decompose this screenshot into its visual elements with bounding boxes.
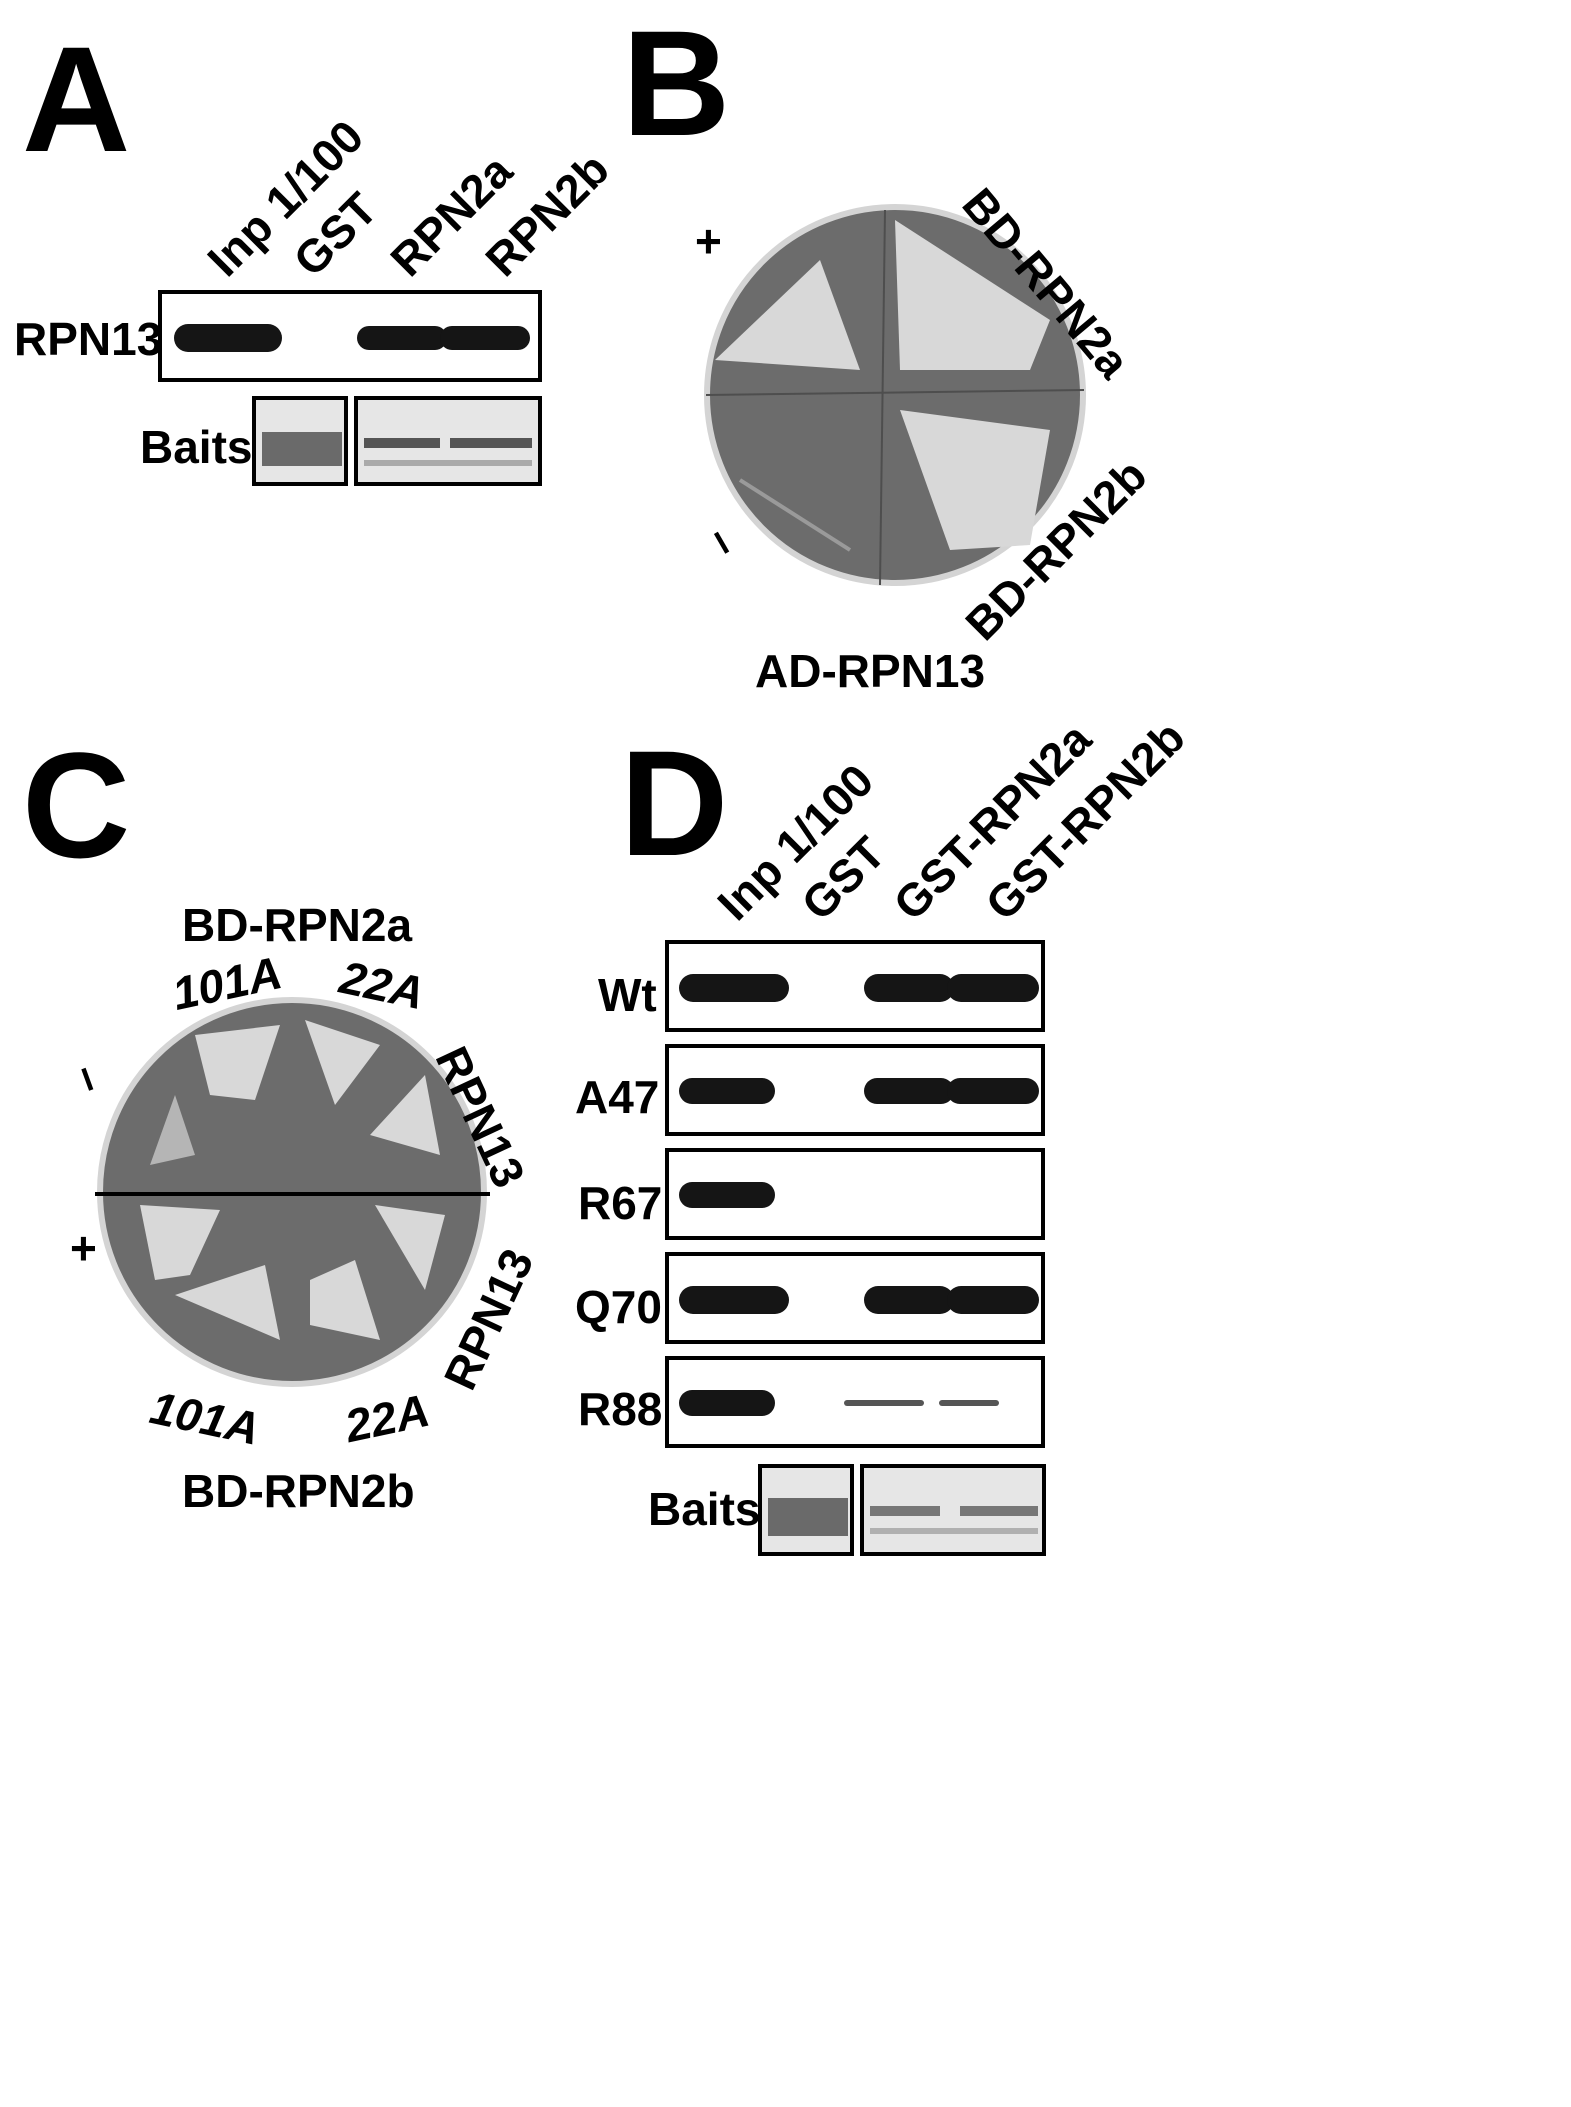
colony-streak xyxy=(375,1205,445,1290)
panel-d-row-label-r67: R67 xyxy=(578,1177,663,1229)
blot-band xyxy=(679,974,789,1002)
blot-band xyxy=(679,1078,775,1104)
blot-band xyxy=(864,1078,954,1104)
panel-b-plate xyxy=(704,204,1086,586)
blot-band xyxy=(679,1286,789,1314)
colony-streak-rpn2a xyxy=(895,220,1050,370)
blot-band xyxy=(174,324,282,352)
plate-divider xyxy=(705,389,1085,396)
panel-a-rpn13-blot xyxy=(158,290,542,382)
panel-d-blot-wt xyxy=(665,940,1045,1032)
blot-band xyxy=(357,326,447,350)
bait-band xyxy=(960,1506,1038,1516)
colony-streak xyxy=(140,1205,220,1280)
bait-band xyxy=(364,460,532,466)
panel-b-label-ad-rpn13: AD-RPN13 xyxy=(755,645,986,697)
panel-c-plate xyxy=(95,997,490,1387)
colony-streak xyxy=(310,1260,380,1340)
bait-band xyxy=(870,1528,1038,1534)
blot-band xyxy=(864,974,954,1002)
panel-a-bait-rpn2 xyxy=(354,396,542,486)
colony-streak xyxy=(305,1020,380,1105)
panel-d-bait-gst xyxy=(758,1464,854,1556)
colony-streak xyxy=(195,1025,280,1100)
panel-a-baits-label: Baits xyxy=(140,421,253,473)
colony-streak-negative xyxy=(738,478,852,552)
panel-b-letter: B xyxy=(622,0,731,167)
colony-streak-rpn2b xyxy=(900,410,1050,550)
panel-d-baits-label: Baits xyxy=(648,1483,761,1535)
colony-streak xyxy=(370,1075,440,1155)
panel-d-blot-q70 xyxy=(665,1252,1045,1344)
plate-divider xyxy=(879,209,886,586)
panel-d-blot-a47 xyxy=(665,1044,1045,1136)
panel-d-bait-rpn2 xyxy=(860,1464,1046,1556)
colony-streak xyxy=(175,1265,280,1340)
blot-band xyxy=(440,326,530,350)
blot-band xyxy=(679,1390,775,1416)
colony-streak xyxy=(150,1095,195,1165)
panel-c-plus: + xyxy=(70,1222,97,1274)
panel-d-row-label-r88: R88 xyxy=(578,1383,663,1435)
blot-band xyxy=(939,1400,999,1406)
bait-band xyxy=(262,432,342,466)
panel-d-row-label-wt: Wt xyxy=(598,969,657,1021)
panel-d-row-label-q70: Q70 xyxy=(575,1281,662,1333)
panel-d-blot-r67 xyxy=(665,1148,1045,1240)
panel-c-letter: C xyxy=(22,721,131,889)
panel-d-blot-r88 xyxy=(665,1356,1045,1448)
panel-b-plus: + xyxy=(695,215,722,267)
panel-c-label-bd-rpn2b: BD-RPN2b xyxy=(182,1465,415,1517)
blot-band xyxy=(947,974,1039,1002)
blot-band xyxy=(679,1182,775,1208)
panel-a-bait-gst xyxy=(252,396,348,486)
blot-band xyxy=(947,1078,1039,1104)
panel-d-row-label-a47: A47 xyxy=(575,1071,660,1123)
bait-band xyxy=(870,1506,940,1516)
blot-band xyxy=(844,1400,924,1406)
panel-c-bottom-left-mut: 101A xyxy=(145,1381,265,1455)
bait-band xyxy=(768,1498,848,1536)
panel-d-letter: D xyxy=(620,719,729,887)
panel-a-rpn13-label: RPN13 xyxy=(14,313,163,365)
panel-c-label-bd-rpn2a: BD-RPN2a xyxy=(182,899,413,951)
blot-band xyxy=(864,1286,954,1314)
bait-band xyxy=(364,438,440,448)
colony-streak-positive xyxy=(715,260,860,370)
panel-c-bottom-right-mut: 22A xyxy=(340,1383,434,1453)
panel-a-letter: A xyxy=(22,15,131,183)
blot-band xyxy=(947,1286,1039,1314)
bait-band xyxy=(450,438,532,448)
